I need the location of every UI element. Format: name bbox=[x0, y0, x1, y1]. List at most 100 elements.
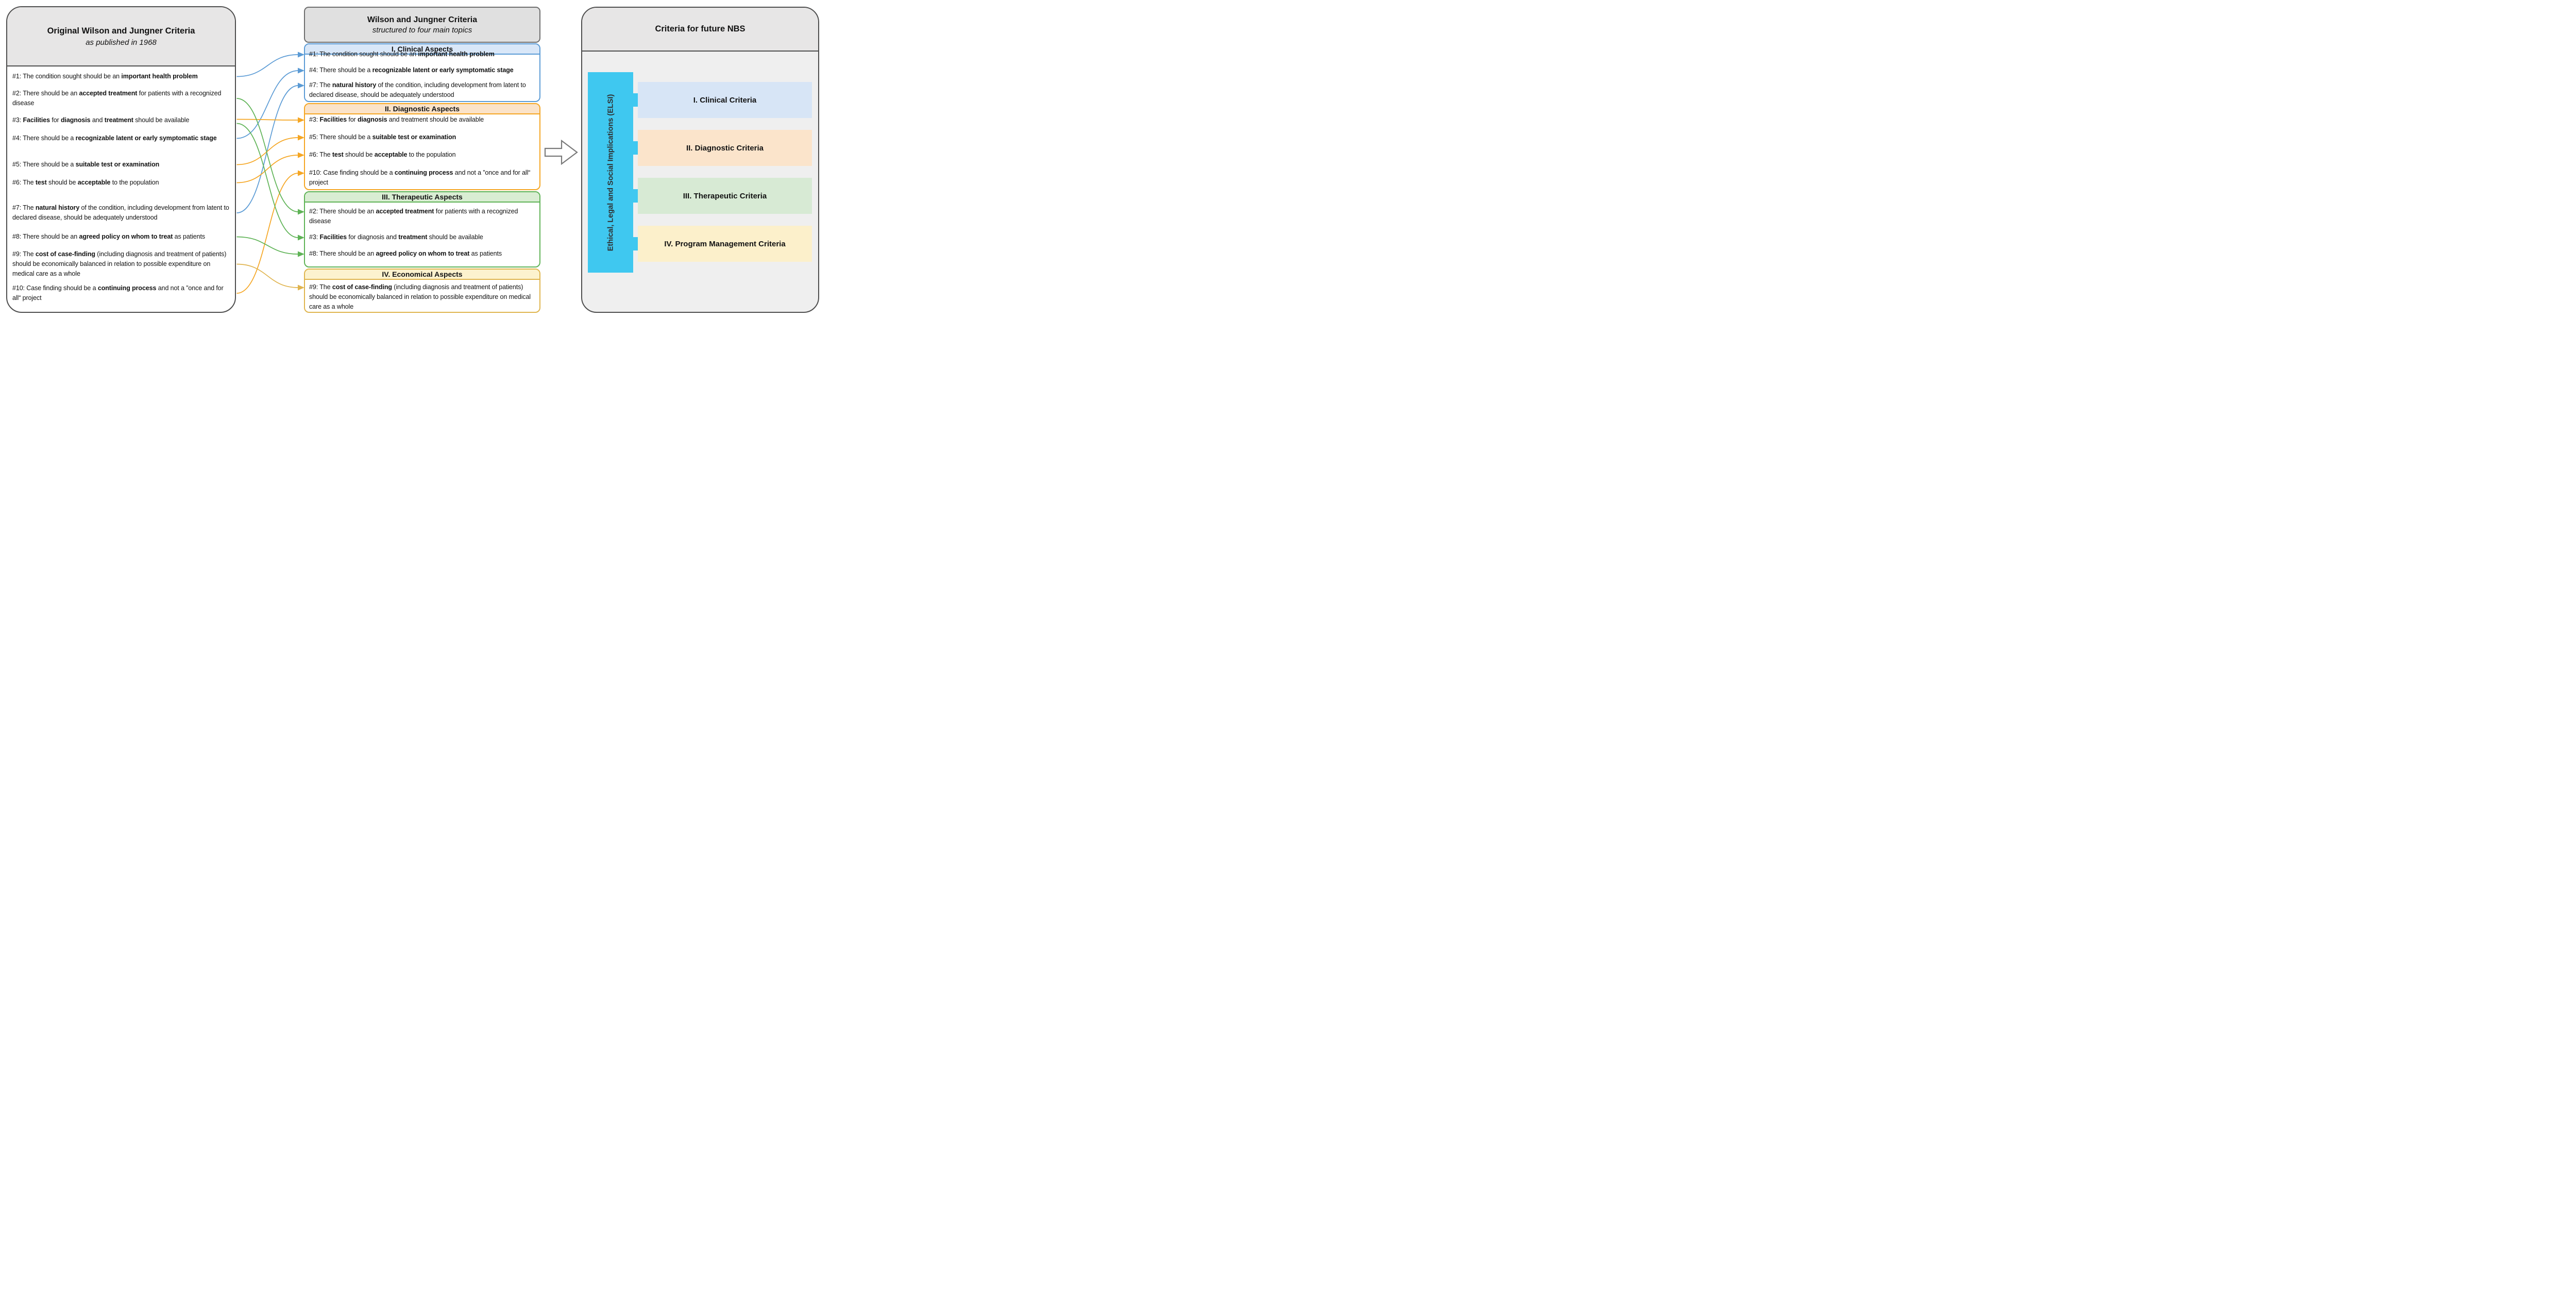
connector-line-L9-E9 bbox=[236, 263, 299, 288]
criterion-text: #5: There should be a bbox=[12, 161, 76, 168]
structured-criteria-title: Wilson and Jungner Criteria bbox=[367, 15, 478, 24]
clinical-criterion-4: #4: There should be a recognizable laten… bbox=[309, 65, 536, 75]
criterion-text: #2: There should be an bbox=[12, 90, 79, 97]
criterion-text: #6: The bbox=[12, 179, 36, 186]
connector-line-L1-C1 bbox=[236, 54, 299, 77]
criterion-text: #3: bbox=[309, 116, 320, 123]
criterion-text-bold: acceptable bbox=[77, 179, 111, 186]
criterion-text: #7: The bbox=[309, 81, 332, 89]
original-criteria-header: Original Wilson and Jungner Criteria as … bbox=[7, 7, 235, 66]
criterion-text: to the population bbox=[110, 179, 159, 186]
criterion-1: #1: The condition sought should be an im… bbox=[12, 72, 231, 81]
criterion-text-bold: recognizable latent or early symptomatic… bbox=[372, 66, 514, 74]
criterion-text: #9: The bbox=[12, 250, 36, 258]
connector-line-L10-D10 bbox=[236, 173, 299, 294]
criterion-text: of the condition, including development … bbox=[309, 81, 526, 98]
connector-line-L6-D6 bbox=[236, 155, 299, 183]
clinical-criterion-7: #7: The natural history of the condition… bbox=[309, 80, 536, 100]
section-economical-aspects: IV. Economical Aspects bbox=[304, 269, 540, 313]
criterion-7: #7: The natural history of the condition… bbox=[12, 203, 231, 223]
criterion-text: #6: The bbox=[309, 151, 332, 158]
original-criteria-panel: Original Wilson and Jungner Criteria as … bbox=[6, 6, 236, 313]
connector-line-L2-T2 bbox=[236, 98, 299, 212]
criterion-text: #10: Case finding should be a bbox=[12, 284, 98, 292]
transform-arrow bbox=[544, 139, 578, 165]
criterion-text: of the condition, including development … bbox=[12, 204, 229, 221]
criterion-text: #3: bbox=[309, 233, 320, 241]
diagnostic-criterion-3: #3: Facilities for diagnosis and treatme… bbox=[309, 115, 536, 125]
criterion-text: should be bbox=[343, 151, 375, 158]
criterion-text: and treatment should be available bbox=[387, 116, 484, 123]
criterion-text: #3: bbox=[12, 116, 23, 124]
criterion-8: #8: There should be an agreed policy on … bbox=[12, 232, 231, 242]
connector-line-L3-T3 bbox=[236, 123, 299, 238]
criterion-text-bold: accepted treatment bbox=[79, 90, 138, 97]
future-nbs-title: Criteria for future NBS bbox=[655, 24, 745, 34]
criterion-text-bold: Facilities bbox=[23, 116, 50, 124]
original-criteria-subtitle: as published in 1968 bbox=[86, 38, 157, 47]
criterion-text: #1: The condition sought should be an bbox=[309, 51, 418, 58]
structured-criteria-header: Wilson and Jungner Criteria structured t… bbox=[304, 7, 540, 43]
criterion-text-bold: continuing process bbox=[394, 169, 453, 176]
criterion-text: for bbox=[49, 116, 61, 124]
criterion-text-bold: natural history bbox=[332, 81, 377, 89]
criterion-text: #10: Case finding should be a bbox=[309, 169, 395, 176]
criterion-4: #4: There should be a recognizable laten… bbox=[12, 133, 231, 143]
criterion-text-bold: test bbox=[35, 179, 47, 186]
criterion-text-bold: agreed policy on whom to treat bbox=[376, 250, 470, 257]
category-program-management-criteria: IV. Program Management Criteria bbox=[638, 226, 812, 262]
criterion-text-bold: treatment bbox=[398, 233, 428, 241]
category-diagnostic-criteria: II. Diagnostic Criteria bbox=[638, 130, 812, 166]
criterion-text-bold: natural history bbox=[35, 204, 80, 211]
wilson-jungner-criteria-diagram: Original Wilson and Jungner Criteria as … bbox=[0, 0, 824, 322]
therapeutic-criterion-8: #8: There should be an agreed policy on … bbox=[309, 249, 536, 259]
future-nbs-header: Criteria for future NBS bbox=[582, 8, 818, 52]
criterion-text: #9: The bbox=[309, 283, 332, 291]
criterion-text: #2: There should be an bbox=[309, 208, 376, 215]
clinical-criterion-1: #1: The condition sought should be an im… bbox=[309, 49, 536, 59]
criterion-text: as patients bbox=[173, 233, 205, 240]
criterion-text: #8: There should be an bbox=[12, 233, 79, 240]
criterion-2: #2: There should be an accepted treatmen… bbox=[12, 89, 231, 108]
therapeutic-criterion-3: #3: Facilities for diagnosis and treatme… bbox=[309, 232, 536, 242]
criterion-text: as patients bbox=[469, 250, 502, 257]
criterion-text-bold: agreed policy on whom to treat bbox=[79, 233, 173, 240]
criterion-text-bold: recognizable latent or early symptomatic… bbox=[75, 135, 217, 142]
criterion-text: should be available bbox=[133, 116, 190, 124]
criterion-text: (including diagnosis and treatment of pa… bbox=[12, 250, 227, 277]
section-header-clinical-aspects: I. Clinical Aspects bbox=[305, 44, 539, 55]
criterion-text: to the population bbox=[407, 151, 456, 158]
section-header-therapeutic-aspects: III. Therapeutic Aspects bbox=[305, 192, 539, 203]
connector-line-L8-T8 bbox=[236, 236, 299, 255]
connector-line-L3-D3 bbox=[236, 119, 299, 121]
criterion-text-bold: test bbox=[332, 151, 344, 158]
criterion-text-bold: suitable test or examination bbox=[372, 133, 456, 141]
criterion-text: and not a ”once and for all“ project bbox=[12, 284, 224, 302]
criterion-text-bold: important health problem bbox=[418, 51, 495, 58]
section-header-economical-aspects: IV. Economical Aspects bbox=[305, 270, 539, 280]
criterion-text: and bbox=[90, 116, 105, 124]
section-clinical-aspects: I. Clinical Aspects bbox=[304, 43, 540, 102]
category-clinical-criteria: I. Clinical Criteria bbox=[638, 82, 812, 118]
criterion-6: #6: The test should be acceptable to the… bbox=[12, 178, 231, 188]
criterion-text: #1: The condition sought should be an bbox=[12, 73, 122, 80]
connector-line-L5-D5 bbox=[236, 137, 299, 165]
criterion-text: and not a ”once and for all“ project bbox=[309, 169, 531, 186]
diagnostic-criterion-10: #10: Case finding should be a continuing… bbox=[309, 168, 536, 188]
criterion-3: #3: Facilities for diagnosis and treatme… bbox=[12, 115, 231, 125]
diagnostic-criterion-6: #6: The test should be acceptable to the… bbox=[309, 150, 536, 160]
criterion-text-bold: important health problem bbox=[121, 73, 198, 80]
criterion-text-bold: diagnosis bbox=[358, 116, 387, 123]
criterion-text-bold: accepted treatment bbox=[376, 208, 434, 215]
therapeutic-criterion-2: #2: There should be an accepted treatmen… bbox=[309, 207, 536, 226]
section-diagnostic-aspects: II. Diagnostic Aspects bbox=[304, 103, 540, 190]
criterion-text: for patients with a recognized disease bbox=[309, 208, 518, 225]
criterion-text-bold: acceptable bbox=[374, 151, 408, 158]
criterion-text: #5: There should be a bbox=[309, 133, 372, 141]
criterion-text-bold: suitable test or examination bbox=[75, 161, 160, 168]
criterion-text-bold: Facilities bbox=[319, 233, 347, 241]
criterion-text: should be bbox=[46, 179, 78, 186]
original-criteria-title: Original Wilson and Jungner Criteria bbox=[47, 26, 195, 36]
criterion-text-bold: continuing process bbox=[97, 284, 157, 292]
economical-criterion-9: #9: The cost of case-finding (including … bbox=[309, 282, 536, 312]
